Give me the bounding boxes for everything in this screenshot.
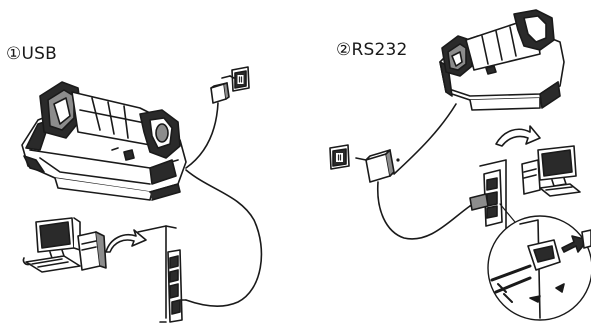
usb-label: ①USB (6, 44, 57, 64)
db9-serial-connector-icon (488, 204, 591, 320)
curved-arrow-icon (106, 230, 146, 252)
computer-back-panel-icon (470, 160, 506, 234)
power-adapter-icon (211, 76, 234, 103)
power-adapter-icon (356, 150, 399, 182)
barcode-scanner-in-cradle-icon (22, 82, 186, 200)
desktop-computer-icon (522, 146, 580, 196)
rs232-label: ②RS232 (336, 40, 408, 60)
power-outlet-icon (232, 67, 249, 91)
desktop-computer-icon (23, 218, 106, 272)
barcode-scanner-in-cradle-icon (440, 10, 564, 110)
power-outlet-icon (330, 145, 349, 169)
curved-arrow-icon (496, 126, 540, 146)
